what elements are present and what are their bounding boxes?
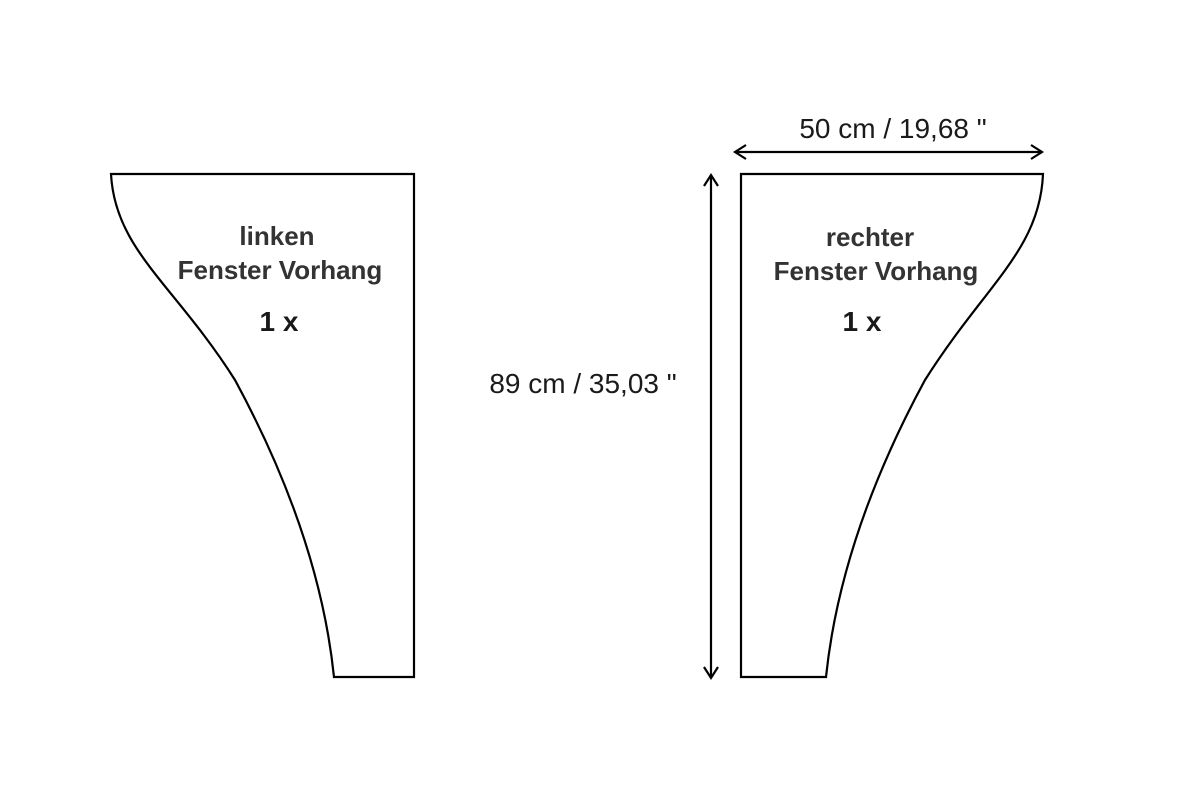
left-curtain-label-line1: linken <box>239 221 314 251</box>
height-arrowhead-bottom <box>703 666 719 681</box>
left-curtain-outline <box>109 172 416 679</box>
right-curtain-label-line2: Fenster Vorhang <box>774 256 979 286</box>
width-label: 50 cm / 19,68 " <box>799 113 986 144</box>
height-arrowhead-top <box>703 172 719 187</box>
width-arrowhead-left <box>732 144 747 160</box>
left-curtain-quantity: 1 x <box>260 306 299 337</box>
right-curtain-piece: rechter Fenster Vorhang 1 x <box>739 172 1045 679</box>
right-curtain-label-line1: rechter <box>826 222 914 252</box>
left-curtain-piece: linken Fenster Vorhang 1 x <box>109 172 416 679</box>
width-arrowhead-right <box>1030 144 1045 160</box>
right-curtain-outline <box>739 172 1045 679</box>
left-curtain-label-line2: Fenster Vorhang <box>178 255 383 285</box>
right-curtain-quantity: 1 x <box>843 306 882 337</box>
width-dimension: 50 cm / 19,68 " <box>732 113 1045 160</box>
height-dimension: 89 cm / 35,03 " <box>489 172 719 681</box>
height-label: 89 cm / 35,03 " <box>489 368 676 399</box>
